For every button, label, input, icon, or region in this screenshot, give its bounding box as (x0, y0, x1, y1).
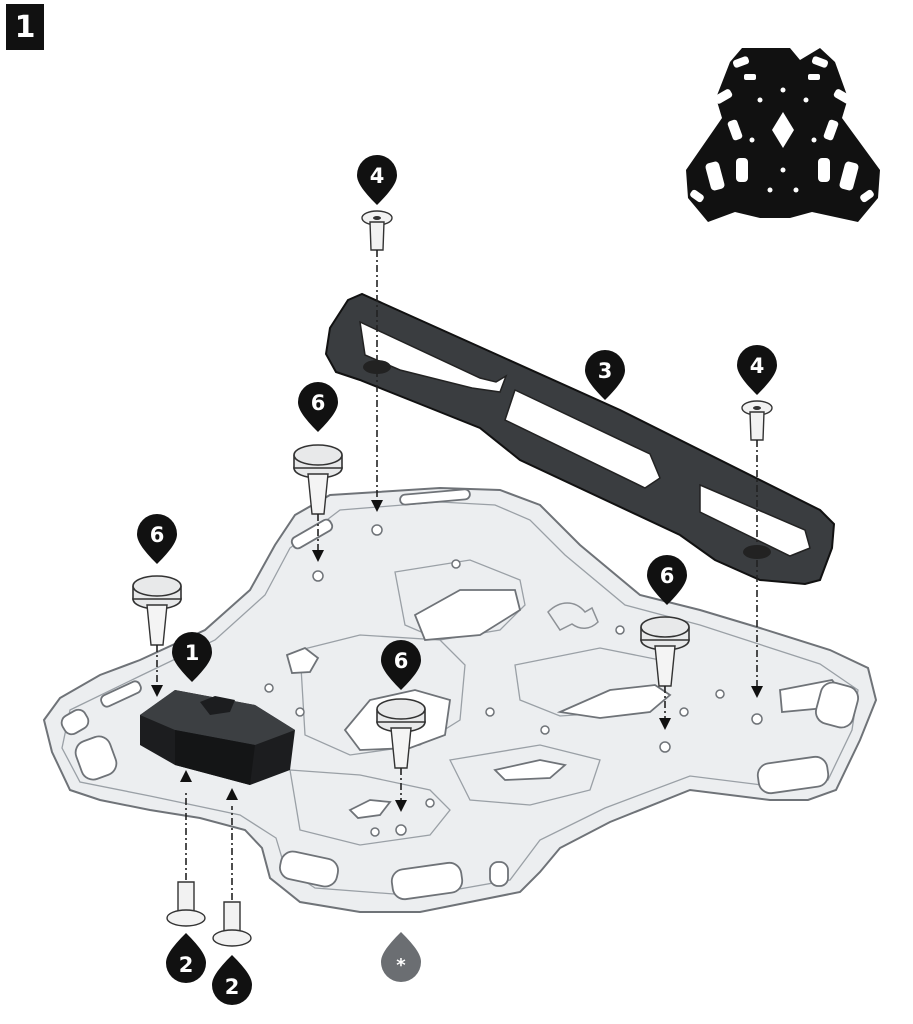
marker-star: * (381, 932, 421, 982)
marker-6-left: 6 (137, 514, 177, 564)
assembly-guide-lines (151, 250, 763, 900)
thumbnail-rack-plate (686, 48, 880, 222)
step-number-badge: 1 (6, 4, 44, 50)
step-number: 1 (14, 9, 36, 45)
stud-part-6-c (640, 616, 690, 687)
marker-label: 4 (750, 354, 765, 378)
marker-label: 3 (598, 359, 613, 383)
marker-label: 6 (150, 523, 165, 547)
marker-6-upper-left: 6 (297, 381, 338, 432)
marker-6-right: 6 (647, 555, 687, 605)
stud-part-6-b (132, 575, 182, 646)
bolt-part-4-left (361, 210, 393, 251)
marker-1: 1 (172, 632, 212, 682)
marker-4-right: 4 (737, 345, 777, 395)
block-part-1 (140, 690, 295, 785)
rack-plate (42, 486, 878, 913)
screw-part-2-left (166, 881, 206, 927)
marker-3: 3 (585, 350, 625, 400)
marker-4-top: 4 (357, 155, 397, 205)
screw-part-2-right (212, 901, 252, 947)
marker-label: 2 (179, 953, 194, 977)
marker-label: 6 (394, 649, 409, 673)
marker-6-center: 6 (381, 640, 421, 690)
stud-part-6-a (293, 444, 343, 515)
marker-label: * (396, 955, 406, 976)
marker-label: 1 (185, 641, 200, 665)
marker-label: 6 (660, 564, 675, 588)
stud-part-6-d (376, 698, 426, 769)
marker-2-right: 2 (212, 955, 252, 1005)
bolt-part-4-right (741, 400, 773, 441)
marker-label: 4 (370, 164, 385, 188)
marker-2-left: 2 (166, 933, 206, 983)
marker-label: 2 (225, 975, 240, 999)
marker-label: 6 (311, 391, 326, 415)
